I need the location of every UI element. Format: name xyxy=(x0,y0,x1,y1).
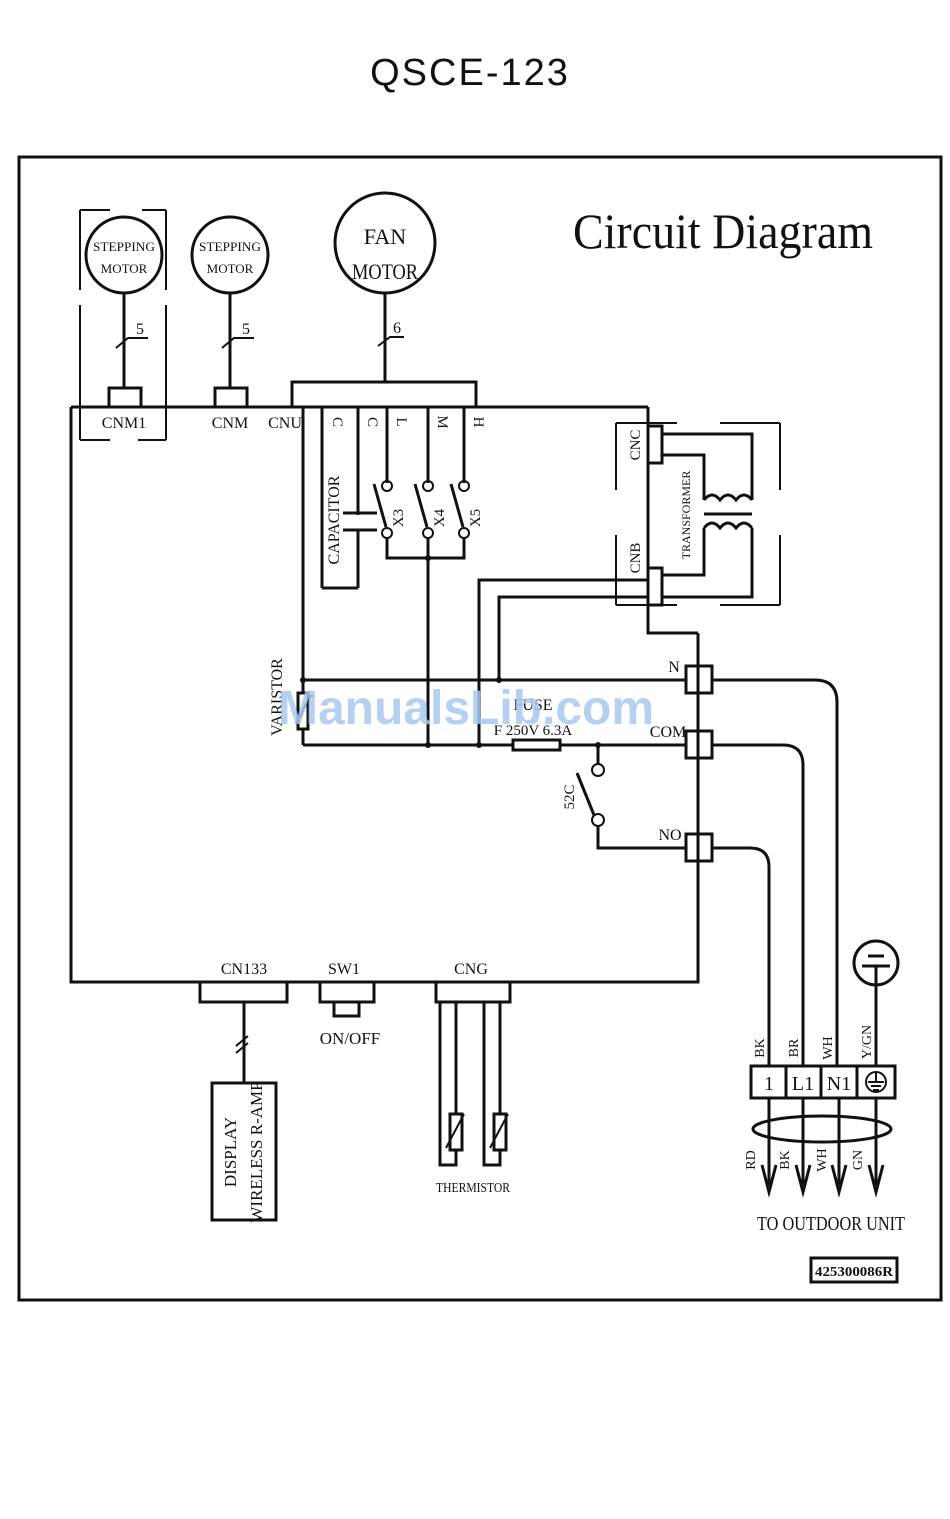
connector-cnb xyxy=(646,566,664,607)
terminal-1: 1 xyxy=(764,1073,774,1095)
outgoing-color-rd: RD xyxy=(744,1150,759,1169)
relay-x3-label: X3 xyxy=(391,509,407,527)
outdoor-terminal-block: BK BR WH Y/GN 1 L1 N1 RD BK WH GN TO OUT… xyxy=(744,1025,905,1235)
motor-2-wire-count: 5 xyxy=(242,321,250,338)
terminal-n1: N1 xyxy=(827,1073,851,1095)
fan-pin-c1: C xyxy=(329,417,345,427)
arrow-down-icon xyxy=(830,1164,848,1198)
outgoing-color-bk: BK xyxy=(778,1150,793,1169)
terminal-earth-icon xyxy=(865,1071,887,1093)
connector-cnu-housing xyxy=(290,380,478,407)
transformer-label: TRANSFORMER xyxy=(679,471,693,560)
arrow-down-icon xyxy=(794,1164,812,1198)
motor-1-label-line1: STEPPING xyxy=(93,239,155,254)
motor-1-wire-count: 5 xyxy=(136,321,144,338)
switch-sw1[interactable] xyxy=(318,980,376,1004)
bottom-connectors: CN133 DISPLAY WIRELESS R-AMP SW1 ON/OFF … xyxy=(198,961,512,1223)
varistor-label: VARISTOR xyxy=(269,658,286,736)
transformer-primary-coil xyxy=(702,493,754,503)
motor-1-label-line2: MOTOR xyxy=(101,261,148,276)
fan-pin-wires: C C L M H xyxy=(301,407,486,745)
incoming-color-bk: BK xyxy=(753,1038,768,1057)
fan-speed-relays: X3 X4 X5 xyxy=(372,480,484,745)
relay-x5: X5 xyxy=(449,480,484,539)
stepping-motor-1: STEPPING MOTOR 5 CNM1 xyxy=(79,209,167,441)
terminal-no-label: NO xyxy=(658,827,681,844)
terminal-l1: L1 xyxy=(792,1073,814,1095)
part-number-box xyxy=(809,1256,899,1284)
part-number: 425300086R xyxy=(815,1265,894,1280)
fan-pin-l: L xyxy=(393,417,409,426)
terminal-n-label: N xyxy=(668,659,680,676)
fuse: FUSE F 250V 6.3A xyxy=(494,697,573,752)
display-board-label-line2: WIRELESS R-AMP xyxy=(247,1081,266,1222)
connector-cnm-label: CNM xyxy=(212,415,248,432)
connector-cnm1-label: CNM1 xyxy=(102,415,146,432)
relay-x3: X3 xyxy=(372,480,407,539)
connector-cnc xyxy=(646,424,664,465)
connector-cnc-label: CNC xyxy=(628,430,644,461)
connector-cng-label: CNG xyxy=(454,961,488,978)
capacitor-label: CAPACITOR xyxy=(326,475,343,564)
cable-bundle-ellipse xyxy=(751,1114,893,1144)
transformer-secondary-coil xyxy=(702,521,754,531)
outgoing-color-gn: GN xyxy=(851,1150,866,1170)
relay-52c-label: 52C xyxy=(562,784,578,809)
motor-2-label-line2: MOTOR xyxy=(207,261,254,276)
transformer: CNC CNB TRANSFORMER xyxy=(615,422,781,607)
fan-motor-label-line2: MOTOR xyxy=(352,259,418,284)
fan-pin-m: M xyxy=(434,415,450,428)
fan-motor: FAN MOTOR 6 CNU xyxy=(268,191,478,432)
diagram-title: Circuit Diagram xyxy=(573,203,873,259)
connector-cng xyxy=(434,980,512,1004)
switch-sw1-caption: ON/OFF xyxy=(320,1029,380,1048)
outgoing-color-wh: WH xyxy=(815,1148,830,1171)
connector-cnm1 xyxy=(107,386,143,409)
fan-pin-c2: C xyxy=(364,417,380,427)
capacitor: CAPACITOR xyxy=(322,475,377,590)
incoming-color-br: BR xyxy=(787,1038,802,1057)
varistor: VARISTOR xyxy=(269,658,313,736)
diagram-frame xyxy=(17,155,943,1302)
earth-ground xyxy=(852,939,900,1068)
arrow-down-icon xyxy=(760,1164,778,1198)
motor-1-circle xyxy=(84,215,164,295)
relay-x5-label: X5 xyxy=(468,509,484,527)
connector-cnm xyxy=(213,386,249,409)
relay-x4: X4 xyxy=(413,480,448,539)
connector-cnu-label: CNU xyxy=(268,415,302,432)
incoming-color-wh: WH xyxy=(821,1036,836,1059)
relay-52c: 52C xyxy=(562,745,686,850)
connector-cnb-label: CNB xyxy=(628,543,644,574)
relay-x4-label: X4 xyxy=(432,508,448,527)
incoming-color-ygn: Y/GN xyxy=(860,1025,875,1059)
power-terminals: N COM NO xyxy=(650,633,839,1068)
terminal-com-label: COM xyxy=(650,724,686,741)
to-outdoor-unit-caption: TO OUTDOOR UNIT xyxy=(757,1213,905,1235)
fan-motor-wire-count: 6 xyxy=(393,320,401,337)
switch-sw1-label: SW1 xyxy=(328,961,360,978)
display-board xyxy=(210,1081,278,1222)
thermistor-2 xyxy=(482,1002,509,1167)
motor-1-dashed-enclosure xyxy=(79,209,167,441)
connector-cn133 xyxy=(198,980,289,1004)
switch-sw1-button[interactable] xyxy=(332,1000,361,1018)
stepping-motor-2: STEPPING MOTOR 5 CNM xyxy=(190,215,270,432)
fuse-label: FUSE xyxy=(513,697,552,714)
thermistor-1 xyxy=(438,1002,465,1167)
motor-2-circle xyxy=(190,215,270,295)
connector-cn133-label: CN133 xyxy=(221,961,267,978)
display-board-label-line1: DISPLAY xyxy=(221,1117,240,1187)
model-title: QSCE-123 xyxy=(370,52,570,94)
thermistor-label: THERMISTOR xyxy=(436,1181,511,1196)
fuse-rating: F 250V 6.3A xyxy=(494,723,573,739)
pcb-outline-right xyxy=(646,407,698,635)
motor-2-label-line1: STEPPING xyxy=(199,239,261,254)
fan-pin-h: H xyxy=(470,417,486,428)
watermark: ManualsLib.com xyxy=(278,682,654,735)
arrow-down-icon xyxy=(867,1164,885,1198)
fan-motor-label-line1: FAN xyxy=(364,224,406,249)
fuse-body xyxy=(511,738,562,752)
